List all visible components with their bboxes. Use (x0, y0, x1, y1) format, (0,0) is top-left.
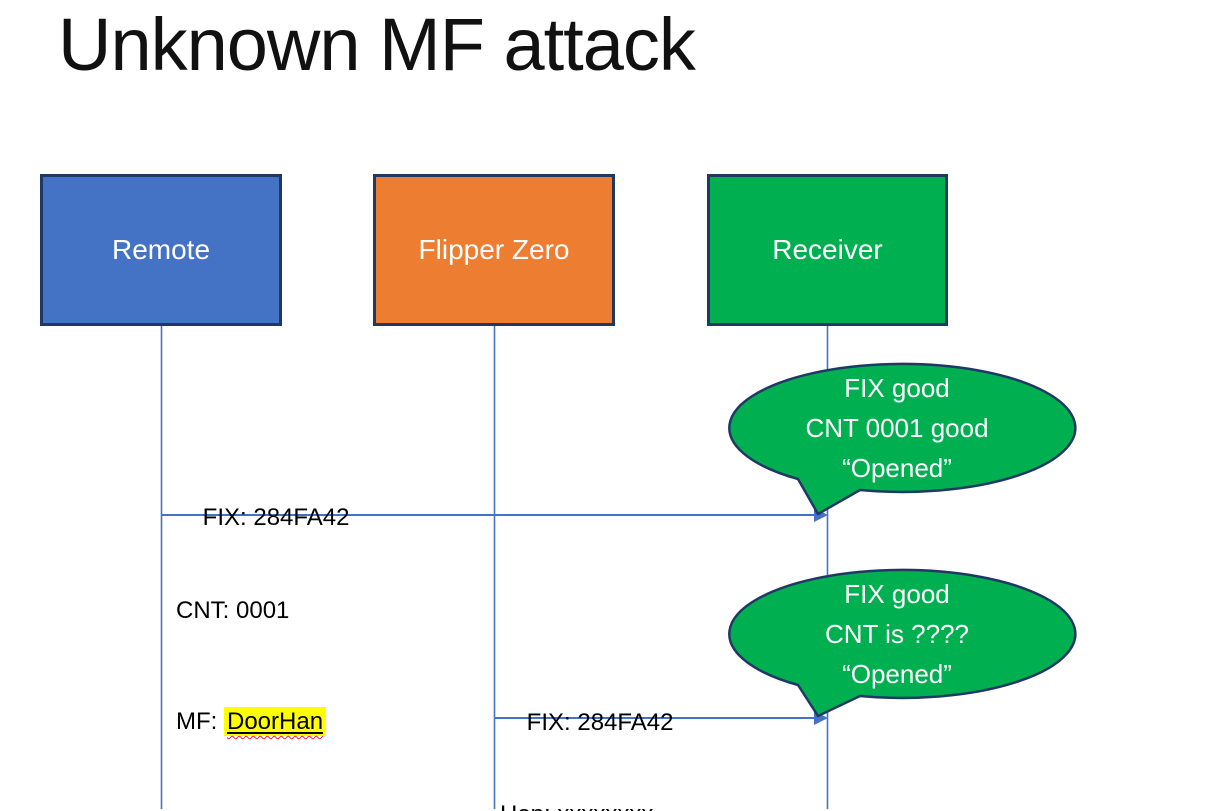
callout-1-line-1: FIX good (844, 373, 950, 403)
message-2-hop-value-underline: xxxxxxxx (557, 801, 653, 811)
message-1-mf-line: MF: DoorHan (176, 703, 327, 740)
callout-bubble-1 (728, 362, 1077, 516)
message-2-fix-text: FIX: 284FA42 (526, 709, 674, 736)
message-1-detail-labels: CNT: 0001 MF: DoorHan (176, 518, 327, 811)
callout-bubble-2 (728, 568, 1077, 718)
message-1-fix-text: FIX: 284FA42 (202, 504, 350, 531)
message-1-cnt-value: 0001 (236, 597, 290, 624)
actor-label-receiver: Receiver (772, 234, 883, 265)
callout-2-line-3: “Opened” (842, 659, 952, 689)
callout-2-line-2: CNT is ???? (824, 619, 970, 649)
message-2-hop-value: xxxxxxxx (557, 801, 653, 811)
actor-box-flipper-zero: Flipper Zero (373, 174, 615, 326)
callout-1-line-2: CNT 0001 good (805, 413, 989, 443)
message-1-mf-value: DoorHan (227, 708, 324, 735)
message-2-hop-prefix: Hop: (500, 801, 557, 811)
actor-box-receiver: Receiver (707, 174, 948, 326)
message-2-detail-labels: Hop: xxxxxxxx MF: Unknown (500, 722, 654, 811)
actor-box-remote: Remote (40, 174, 282, 326)
callout-2-text: FIX good CNT is ???? “Opened” (732, 574, 1062, 694)
actor-label-remote: Remote (111, 234, 211, 265)
callout-1-text: FIX good CNT 0001 good “Opened” (732, 368, 1062, 488)
actor-label-flipper-zero: Flipper Zero (418, 234, 570, 265)
message-1-fix-label: FIX: 284FA42 (176, 473, 350, 563)
message-1-cnt-line: CNT: 0001 (176, 592, 326, 629)
message-1-cnt-prefix: CNT: (176, 597, 236, 624)
message-2-hop-line: Hop: xxxxxxxx (500, 796, 654, 811)
message-1-mf-value-highlight: DoorHan (224, 707, 327, 736)
slide-title: Unknown MF attack (58, 3, 696, 86)
callout-1-line-3: “Opened” (842, 453, 952, 483)
message-1-mf-prefix: MF: (176, 708, 224, 735)
callout-2-line-1: FIX good (844, 579, 950, 609)
message-2-fix-label: FIX: 284FA42 (500, 678, 674, 768)
